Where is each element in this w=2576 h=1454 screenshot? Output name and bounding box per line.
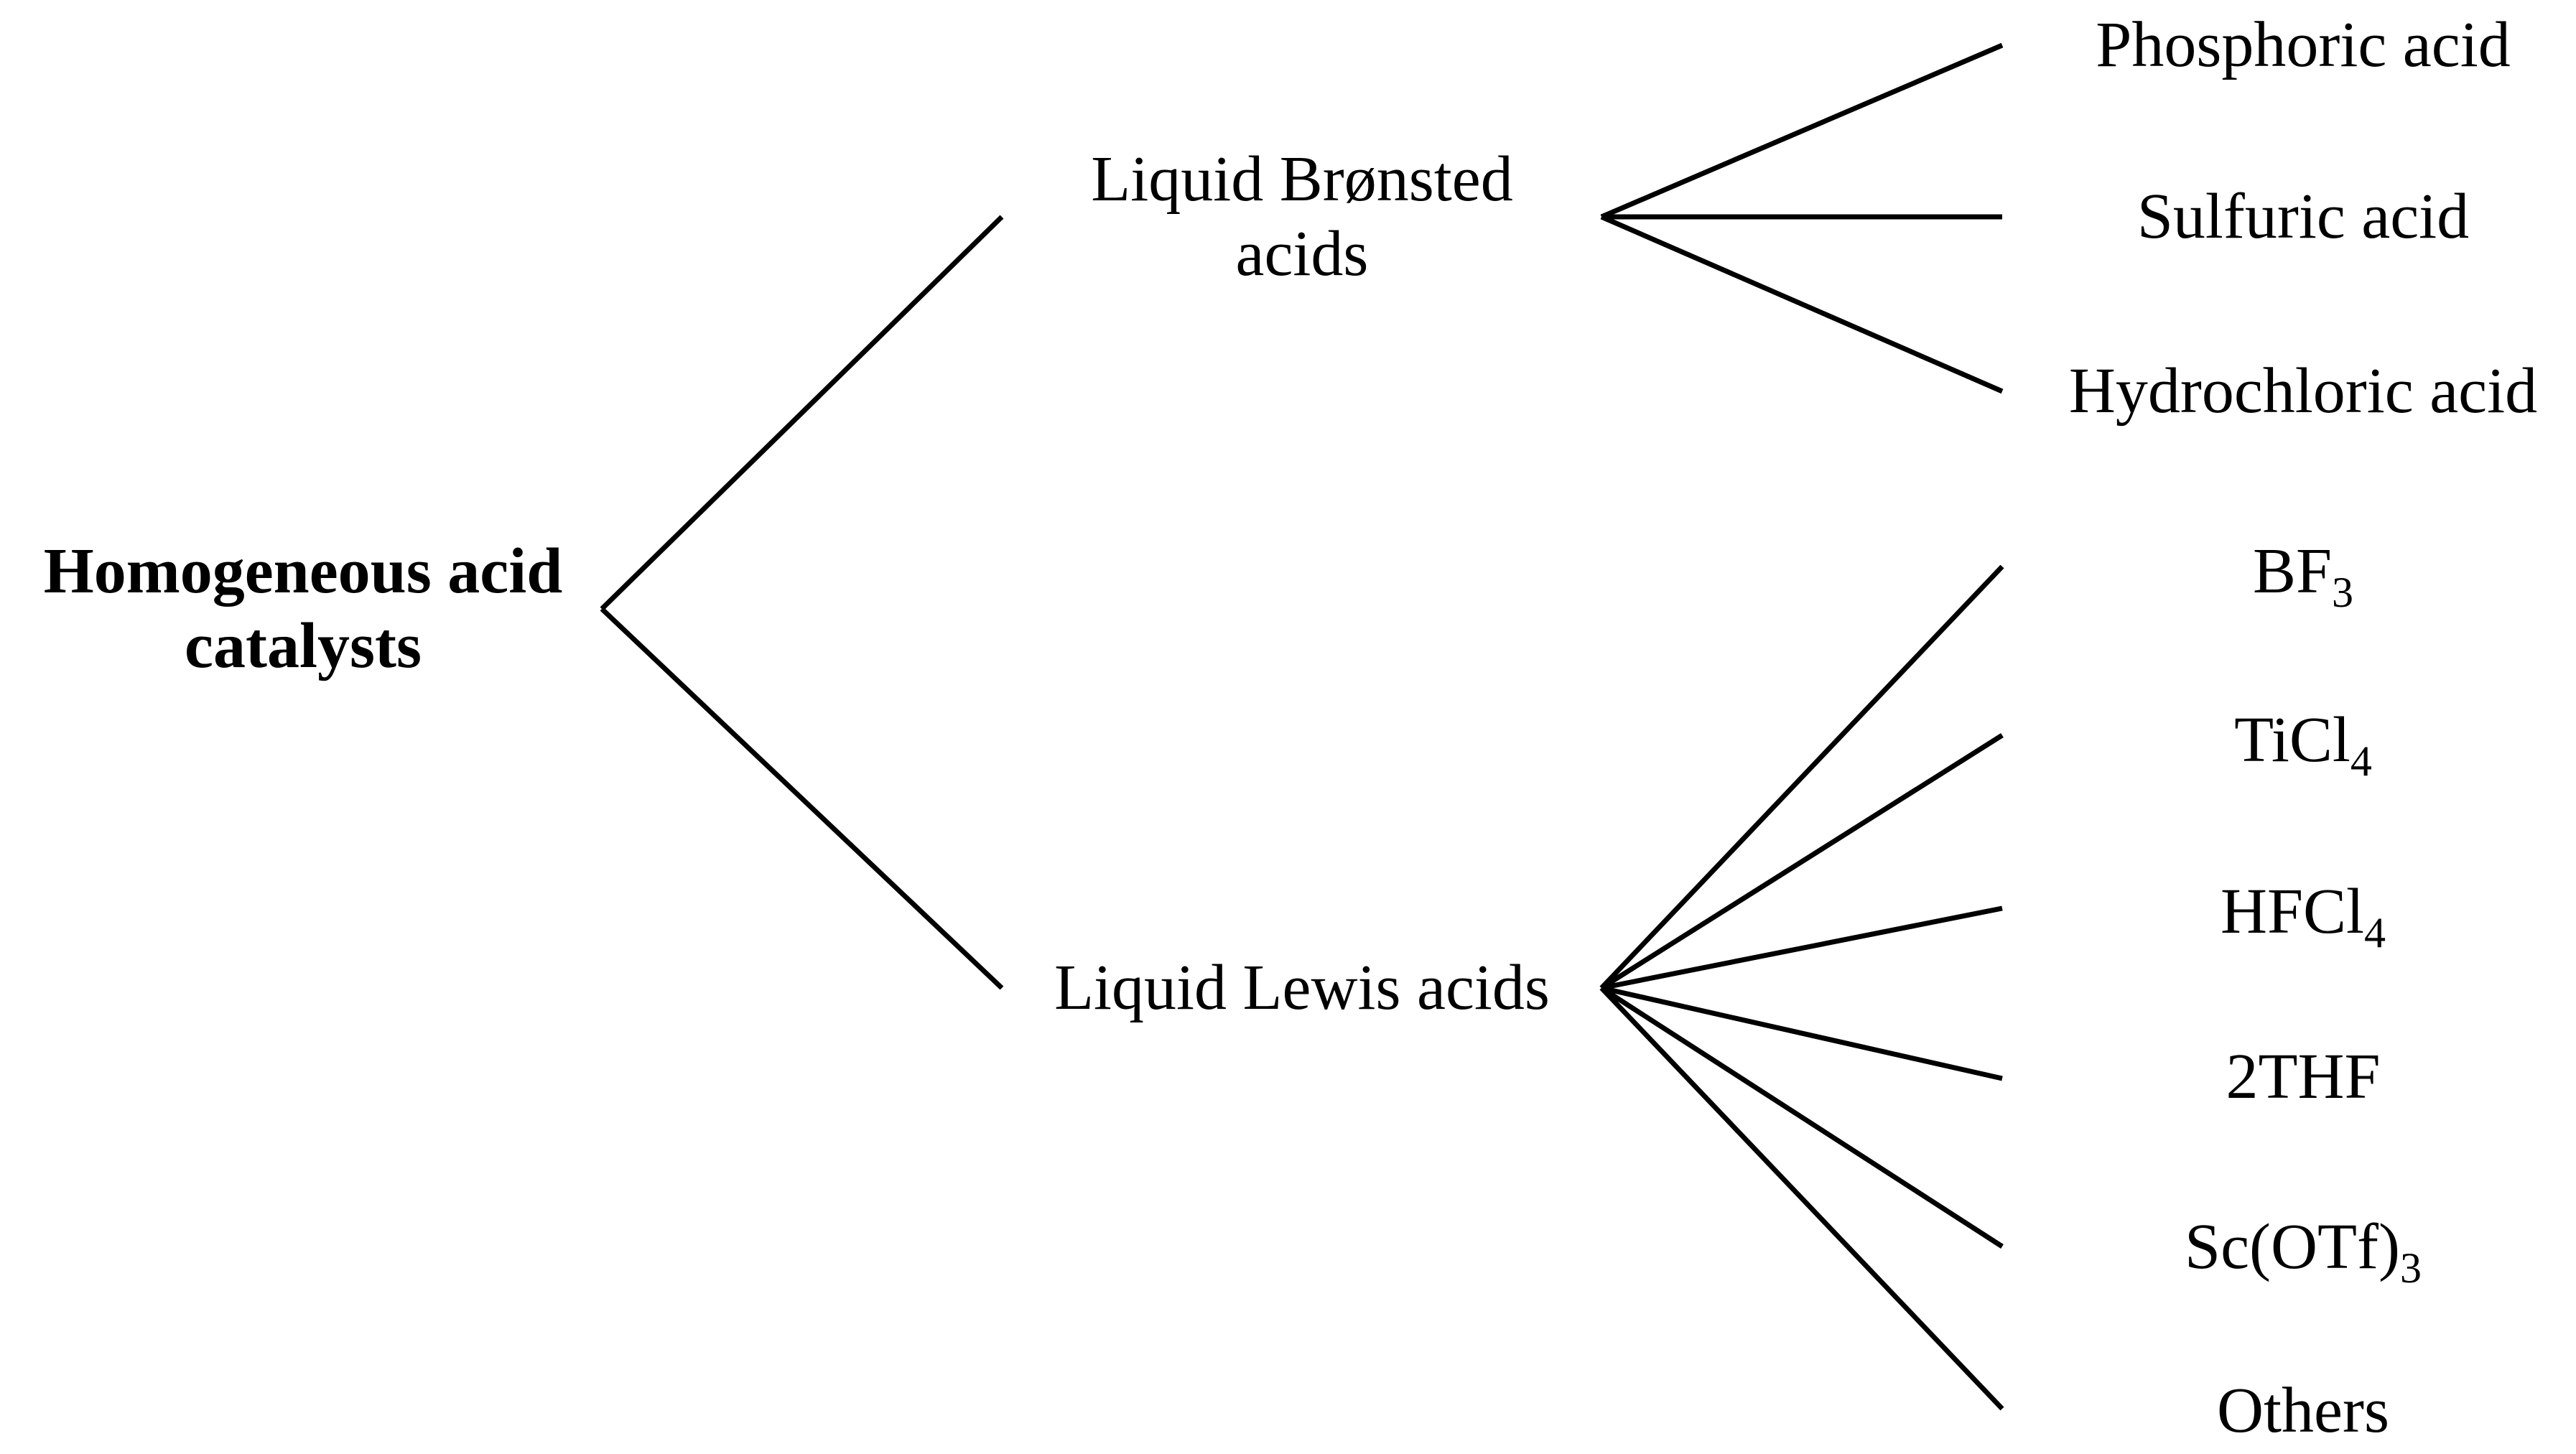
edge-lewis-hfcl4 <box>1601 905 2003 991</box>
edge-bronsted-phosphoric <box>1600 42 2004 220</box>
leaf-sulfuric-acid: Sulfuric acid <box>2137 180 2469 254</box>
leaf-scotf3: Sc(OTf)3 <box>2185 1210 2422 1290</box>
lewis-node: Liquid Lewis acids <box>1054 951 1550 1025</box>
leaf-hfcl4-text: HFCl4 <box>2220 875 2386 954</box>
leaf-others-text: Others <box>2217 1374 2389 1448</box>
bronsted-node-line1: Liquid Brønsted <box>1091 144 1513 215</box>
leaf-bf3-main: BF <box>2252 536 2333 607</box>
edge-bronsted-hydrochloric <box>1600 214 2004 394</box>
leaf-2thf: 2THF <box>2226 1040 2380 1114</box>
root-node-line1: Homogeneous acid <box>43 536 563 607</box>
leaf-phosphoric-acid-text: Phosphoric acid <box>2096 9 2511 80</box>
leaf-sulfuric-acid-text: Sulfuric acid <box>2136 181 2470 252</box>
edge-lewis-bf3 <box>1599 564 2004 990</box>
leaf-bf3-text: BF3 <box>2252 534 2353 614</box>
root-node: Homogeneous acid catalysts <box>44 534 563 684</box>
leaf-scotf3-text: Sc(OTf)3 <box>2185 1210 2422 1290</box>
leaf-2thf-main: 2THF <box>2226 1041 2381 1112</box>
leaf-hydrochloric-acid: Hydrochloric acid <box>2069 354 2537 429</box>
leaf-others: Others <box>2217 1374 2389 1448</box>
leaf-hfcl4-main: HFCl <box>2220 876 2365 947</box>
bronsted-node-line2: acids <box>1235 218 1369 289</box>
bronsted-node: Liquid Brønsted acids <box>1091 142 1512 292</box>
leaf-scotf3-main: Sc(OTf) <box>2185 1211 2400 1282</box>
leaf-hfcl4: HFCl4 <box>2220 875 2386 954</box>
edge-lewis-others <box>1599 986 2004 1411</box>
leaf-others-main: Others <box>2217 1375 2389 1446</box>
leaf-bf3-sub: 3 <box>2332 569 2354 616</box>
leaf-ticl4: TiCl4 <box>2234 703 2372 783</box>
leaf-ticl4-text: TiCl4 <box>2234 703 2372 783</box>
leaf-hydrochloric-acid-text: Hydrochloric acid <box>2068 355 2538 427</box>
lewis-node-label: Liquid Lewis acids <box>1054 952 1550 1023</box>
edge-root-bronsted <box>600 215 1004 611</box>
leaf-bf3: BF3 <box>2252 534 2353 614</box>
leaf-ticl4-main: TiCl <box>2234 704 2351 775</box>
edge-root-lewis <box>600 607 1004 990</box>
root-node-line2: catalysts <box>185 610 422 681</box>
edge-lewis-ticl4 <box>1600 733 2004 990</box>
leaf-ticl4-sub: 4 <box>2350 737 2372 785</box>
leaf-phosphoric-acid: Phosphoric acid <box>2096 8 2510 83</box>
edge-lewis-2thf <box>1601 985 2003 1081</box>
leaf-2thf-text: 2THF <box>2226 1040 2380 1114</box>
edge-lewis-scotf3 <box>1600 986 2004 1249</box>
leaf-hfcl4-sub: 4 <box>2364 909 2386 956</box>
leaf-scotf3-sub: 3 <box>2399 1244 2422 1292</box>
